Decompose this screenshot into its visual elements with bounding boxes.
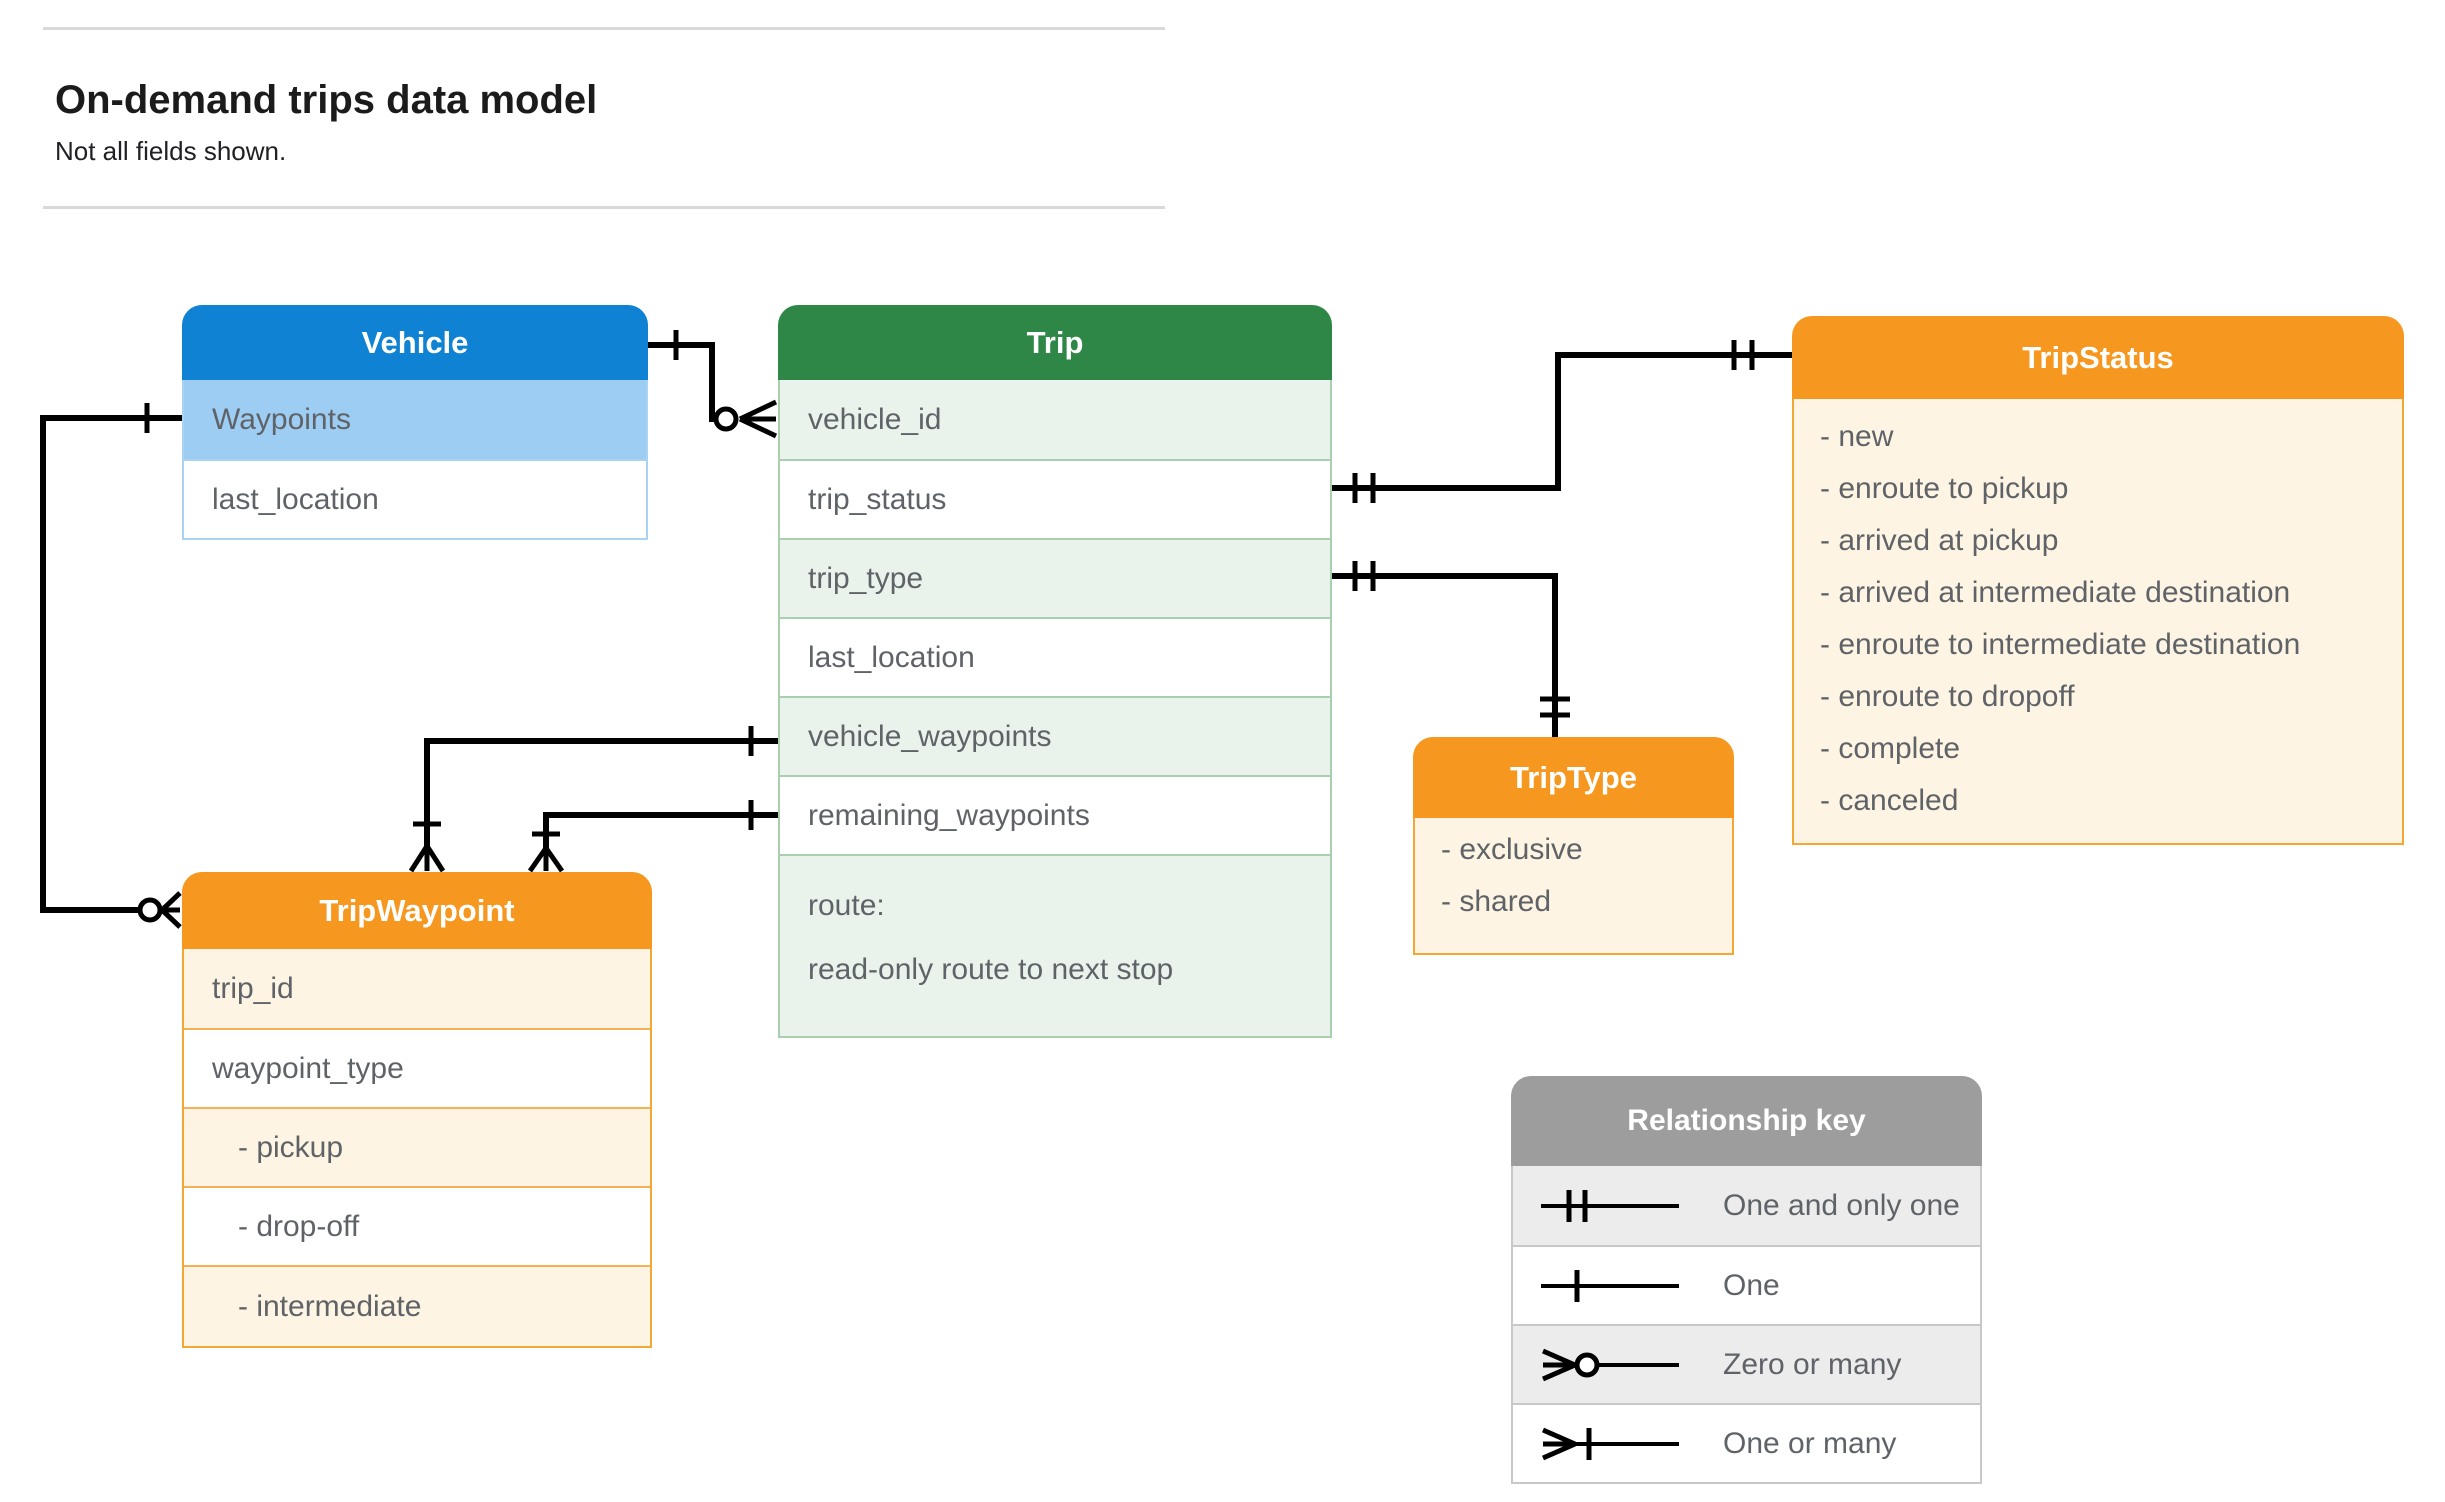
- title-divider: [43, 206, 1165, 209]
- page-subtitle: Not all fields shown.: [55, 136, 287, 166]
- route-line1: route:: [808, 889, 885, 922]
- one-or-many-icon: [1541, 1427, 1679, 1460]
- zero-circle: [137, 897, 163, 923]
- entity-vehicle-title: Vehicle: [182, 305, 648, 380]
- key-row-one-and-only-one: One and only one: [1513, 1166, 1980, 1245]
- many-crowfoot: [408, 844, 446, 873]
- entity-triptype-title: TripType: [1413, 737, 1734, 818]
- entity-trip: Trip vehicle_id trip_status trip_type la…: [778, 305, 1332, 1038]
- one-icon: [1541, 1269, 1679, 1302]
- field-remaining-waypoints: remaining_waypoints: [780, 775, 1330, 854]
- key-label: One and only one: [1723, 1188, 1960, 1222]
- connector-remaining-waypoints: [527, 800, 778, 873]
- entity-trip-body: vehicle_id trip_status trip_type last_lo…: [778, 380, 1332, 1038]
- key-row-one: One: [1513, 1245, 1980, 1324]
- waypoint-intermediate: - intermediate: [184, 1265, 650, 1346]
- status-enroute-to-intermediate-destination: - enroute to intermediate destination: [1820, 628, 2301, 661]
- entity-triptype-body: - exclusive - shared: [1413, 818, 1734, 955]
- key-label: One: [1723, 1268, 1780, 1302]
- connector-vehicle-waypoints: [408, 726, 778, 873]
- one-and-only-one-icon: [1541, 1189, 1679, 1222]
- waypoint-drop-off: - drop-off: [184, 1186, 650, 1265]
- entity-tripwaypoint-title: TripWaypoint: [182, 872, 652, 949]
- relationship-key: Relationship key One and only one One: [1511, 1076, 1982, 1484]
- field-vehicle-id: vehicle_id: [780, 380, 1330, 459]
- relationship-key-body: One and only one One Zero or many: [1511, 1166, 1982, 1484]
- entity-vehicle-body: Waypoints last_location: [182, 380, 648, 540]
- field-last-location: last_location: [780, 617, 1330, 696]
- field-trip-id: trip_id: [184, 949, 650, 1028]
- status-complete: - complete: [1820, 732, 1961, 765]
- entity-tripstatus-title: TripStatus: [1792, 316, 2404, 399]
- connector-waypoints-tripwaypoint: [40, 403, 182, 929]
- many-crowfoot: [160, 891, 182, 929]
- zero-circle: [713, 406, 739, 432]
- connector-tripstatus: [1332, 340, 1792, 503]
- key-row-one-or-many: One or many: [1513, 1403, 1980, 1482]
- route-line2: read-only route to next stop: [808, 953, 1174, 986]
- key-label: Zero or many: [1723, 1347, 1902, 1381]
- many-crowfoot: [738, 399, 778, 439]
- status-enroute-to-dropoff: - enroute to dropoff: [1820, 680, 2075, 713]
- field-waypoint-type: waypoint_type: [184, 1028, 650, 1107]
- page-title: On-demand trips data model: [55, 78, 598, 122]
- relationship-key-title: Relationship key: [1511, 1076, 1982, 1166]
- top-divider: [43, 27, 1165, 30]
- entity-vehicle: Vehicle Waypoints last_location: [182, 305, 648, 540]
- field-trip-type: trip_type: [780, 538, 1330, 617]
- field-trip-status: trip_status: [780, 459, 1330, 538]
- key-row-zero-or-many: Zero or many: [1513, 1324, 1980, 1403]
- entity-triptype: TripType - exclusive - shared: [1413, 737, 1734, 955]
- field-route: route: read-only route to next stop: [780, 854, 1330, 1036]
- waypoint-pickup: - pickup: [184, 1107, 650, 1186]
- status-arrived-at-intermediate-destination: - arrived at intermediate destination: [1820, 576, 2291, 609]
- key-label: One or many: [1723, 1426, 1897, 1460]
- status-enroute-to-pickup: - enroute to pickup: [1820, 472, 2069, 505]
- entity-tripstatus: TripStatus - new - enroute to pickup - a…: [1792, 316, 2404, 845]
- field-waypoints: Waypoints: [184, 380, 646, 459]
- type-exclusive: - exclusive: [1441, 833, 1583, 866]
- status-canceled: - canceled: [1820, 784, 1959, 817]
- entity-tripwaypoint-body: trip_id waypoint_type - pickup - drop-of…: [182, 949, 652, 1348]
- status-arrived-at-pickup: - arrived at pickup: [1820, 524, 2059, 557]
- field-last-location: last_location: [184, 459, 646, 538]
- connector-triptype: [1332, 561, 1570, 737]
- field-vehicle-waypoints: vehicle_waypoints: [780, 696, 1330, 775]
- status-new: - new: [1820, 420, 1894, 453]
- connector-vehicle-trip: [648, 330, 778, 439]
- entity-tripstatus-body: - new - enroute to pickup - arrived at p…: [1792, 399, 2404, 845]
- entity-tripwaypoint: TripWaypoint trip_id waypoint_type - pic…: [182, 872, 652, 1348]
- type-shared: - shared: [1441, 885, 1552, 918]
- entity-trip-title: Trip: [778, 305, 1332, 380]
- zero-or-many-icon: [1541, 1348, 1679, 1381]
- many-crowfoot: [527, 846, 565, 873]
